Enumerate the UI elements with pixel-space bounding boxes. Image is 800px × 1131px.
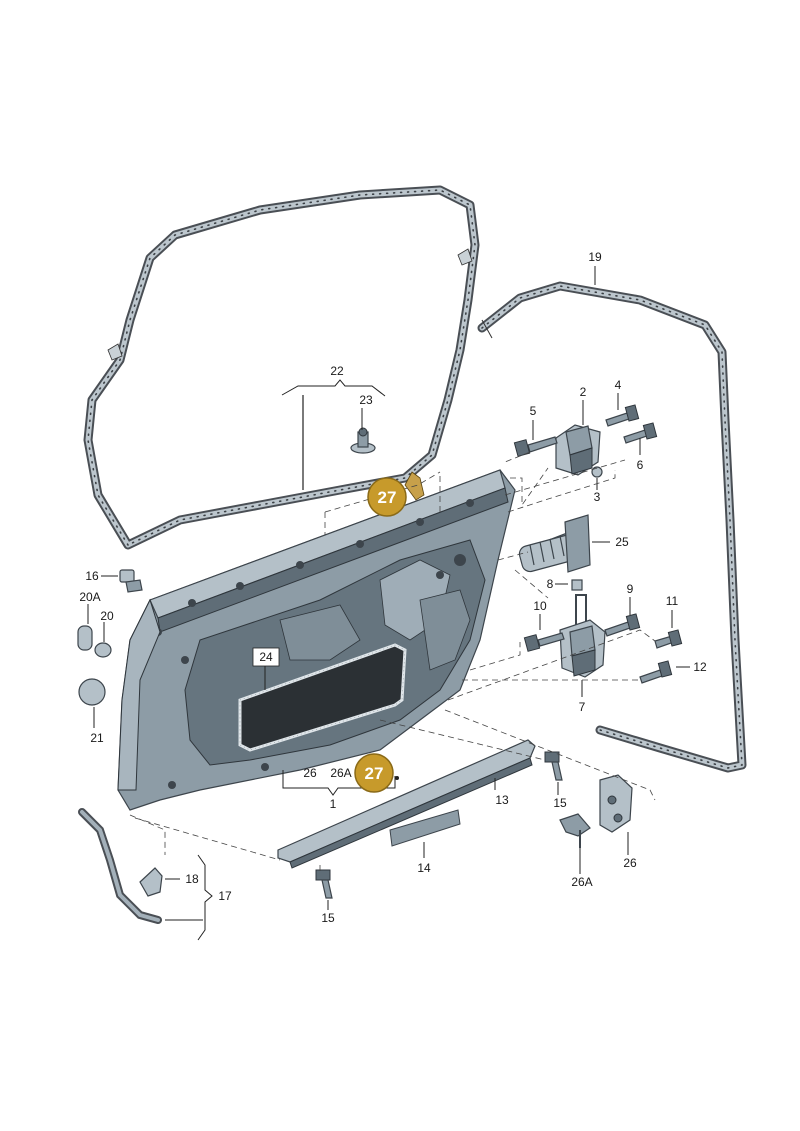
label-13: 13 (495, 793, 509, 807)
cap-20a (77, 625, 93, 651)
lock-bracket-26 (599, 774, 633, 833)
nut-3 (591, 466, 603, 478)
callout-27-upper[interactable]: 27 (367, 477, 407, 517)
left-small-parts (77, 569, 143, 706)
label-15-lower: 15 (321, 911, 335, 925)
assembly-lines (129, 451, 656, 875)
cap-8 (571, 579, 583, 591)
label-26-main: 26 (303, 766, 317, 780)
label-24-box (252, 647, 280, 667)
label-4: 4 (615, 378, 622, 392)
callout-27-lower-text: 27 (365, 764, 384, 783)
clip-part-23 (350, 427, 376, 454)
label-22: 22 (330, 364, 344, 378)
cap-21 (78, 678, 106, 706)
door-shell (117, 469, 516, 811)
label-26a-bracket: 26A (571, 875, 592, 889)
label-10: 10 (533, 599, 547, 613)
label-23: 23 (359, 393, 373, 407)
upper-hinge-assembly (513, 404, 658, 478)
label-20: 20 (100, 609, 114, 623)
label-1: 1 (330, 797, 337, 811)
bolt-6 (623, 422, 658, 444)
bolt-11 (654, 629, 683, 649)
bolt-9 (604, 613, 641, 637)
label-20a: 20A (79, 590, 100, 604)
label-6: 6 (637, 458, 644, 472)
lower-hinge-assembly (523, 579, 683, 684)
sound-insulation-panel (238, 643, 407, 752)
label-9: 9 (627, 582, 634, 596)
bolt-10 (523, 632, 565, 652)
label-7: 7 (579, 700, 586, 714)
label-21: 21 (90, 731, 104, 745)
sill-strip-13 (277, 739, 536, 869)
label-14: 14 (417, 861, 431, 875)
label-19: 19 (588, 250, 602, 264)
label-26-bracket: 26 (623, 856, 637, 870)
plug-16 (119, 569, 143, 593)
label-24: 24 (259, 650, 273, 664)
label-5: 5 (530, 404, 537, 418)
bolt-15-upper (544, 751, 563, 781)
bolt-4 (605, 404, 640, 427)
label-18: 18 (185, 872, 199, 886)
bracket-26a (559, 813, 591, 848)
label-16: 16 (85, 569, 99, 583)
label-26a-main: 26A (330, 766, 351, 780)
door-check-strap (518, 514, 591, 573)
label-3: 3 (594, 490, 601, 504)
label-25: 25 (615, 535, 629, 549)
label-12: 12 (693, 660, 707, 674)
leader-lines (87, 266, 690, 941)
label-15-upper: 15 (553, 796, 567, 810)
callout-27-upper-text: 27 (378, 488, 397, 507)
strip-14 (389, 809, 461, 847)
part-labels: 1 2 3 4 5 6 7 8 9 10 11 12 13 14 15 15 1… (79, 250, 707, 925)
clip-18 (139, 867, 163, 897)
bolt-15-lower (315, 869, 333, 899)
label-17: 17 (218, 889, 232, 903)
cap-20 (94, 642, 112, 658)
callout-27-lower[interactable]: 27 (354, 753, 394, 793)
door-body-seal (477, 281, 747, 773)
label-2: 2 (580, 385, 587, 399)
bolt-12 (639, 660, 673, 684)
bolt-5 (513, 436, 558, 457)
label-11: 11 (666, 594, 679, 608)
label-8: 8 (547, 577, 554, 591)
front-edge-trim (78, 808, 162, 924)
